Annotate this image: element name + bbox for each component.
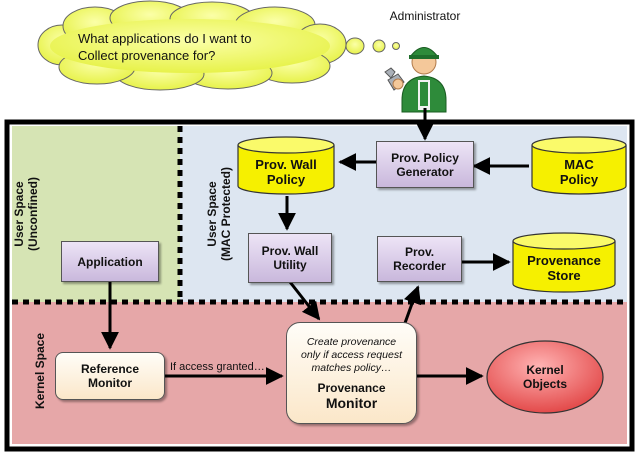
node-label-line: Monitor <box>325 394 378 411</box>
node-label-line: Recorder <box>393 259 446 273</box>
administrator-icon <box>384 47 447 113</box>
node-label-line: Kernel <box>526 363 564 377</box>
database-cylinder-icon <box>531 136 627 195</box>
node-label-line: Monitor <box>88 376 132 390</box>
node-label-line: Provenance <box>317 380 386 395</box>
database-cylinder-icon <box>237 136 335 195</box>
node-label-line: Prov. Wall <box>255 157 317 172</box>
node-kernel-objects: Kernel Objects <box>492 358 598 396</box>
administrator-label: Administrator <box>389 9 461 23</box>
node-provenance-monitor: Create provenance only if access request… <box>286 322 417 424</box>
node-label-line: Utility <box>273 258 307 272</box>
node-label-line: Reference <box>80 362 140 376</box>
zone-label-line: User Space <box>205 181 219 247</box>
node-label-line: Generator <box>396 164 454 179</box>
database-cylinder-icon <box>512 232 616 293</box>
note-line: matches policy… <box>311 361 392 374</box>
thought-line-1: What applications do I want to <box>78 31 252 46</box>
node-label-line: Prov. <box>404 245 435 259</box>
edge-label-access-granted: If access granted… <box>170 361 265 373</box>
node-label-line: Prov. Wall <box>261 244 319 258</box>
zone-label-user-unconfined: User Space (Unconfined) <box>12 154 40 274</box>
zone-label-kernel: Kernel Space <box>33 332 47 410</box>
node-prov-wall-policy: Prov. Wall Policy <box>238 154 334 190</box>
zone-label-line: (MAC Protected) <box>219 167 233 262</box>
node-label-line: Policy <box>559 172 599 187</box>
node-label-line: Policy <box>266 172 306 187</box>
node-label-line: Prov. Policy <box>391 150 459 165</box>
kernel-objects-shape <box>486 340 604 414</box>
node-label-line: Store <box>547 268 581 283</box>
zone-label-user-mac: User Space (MAC Protected) <box>205 154 233 274</box>
node-label-line: Objects <box>522 377 567 391</box>
thought-line-2: Collect provenance for? <box>78 48 216 63</box>
node-prov-wall-utility: Prov. Wall Utility <box>248 233 332 283</box>
zone-label-line: User Space <box>12 181 26 247</box>
provenance-monitor-title: Provenance Monitor <box>317 381 385 411</box>
zone-label-line: (Unconfined) <box>26 177 40 251</box>
node-mac-policy: MAC Policy <box>532 154 626 190</box>
provenance-monitor-note: Create provenance only if access request… <box>301 336 402 375</box>
thought-bubble-icon <box>392 42 400 50</box>
node-label-line: Provenance <box>527 253 601 268</box>
node-reference-monitor: Reference Monitor <box>55 352 165 400</box>
note-line: Create provenance <box>306 335 397 348</box>
node-provenance-store: Provenance Store <box>513 250 615 286</box>
thought-text: What applications do I want to Collect p… <box>78 30 318 64</box>
node-prov-recorder: Prov. Recorder <box>377 236 462 282</box>
thought-bubble-icon <box>345 37 365 55</box>
thought-bubble-icon <box>372 39 386 53</box>
note-line: only if access request <box>301 348 402 361</box>
node-prov-policy-generator: Prov. Policy Generator <box>376 141 474 188</box>
node-application: Application <box>61 241 159 282</box>
node-label-line: MAC <box>564 157 594 172</box>
